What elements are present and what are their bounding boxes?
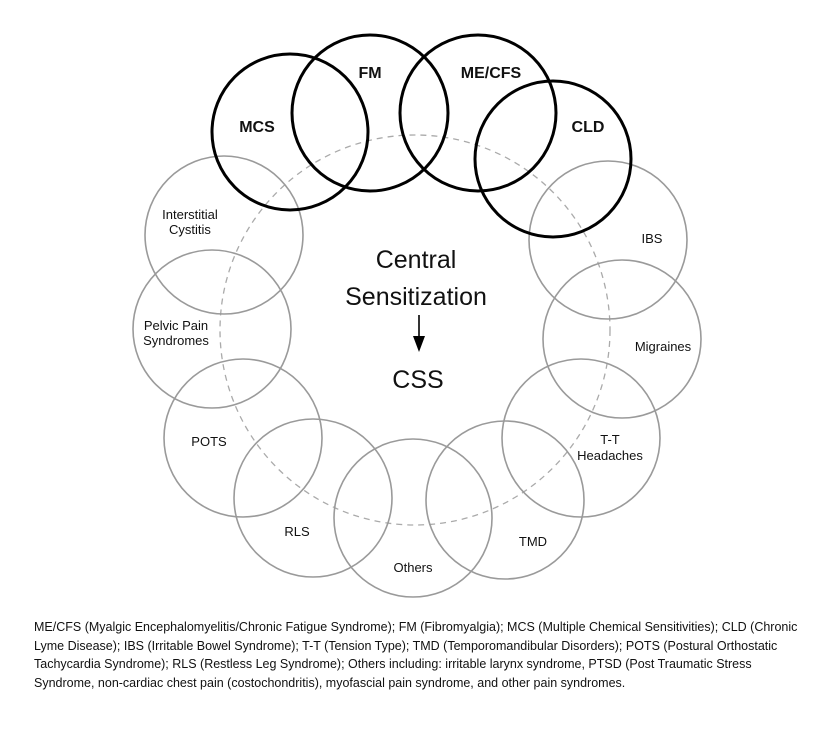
label-migraines: Migraines bbox=[635, 339, 692, 354]
circle-tt-headaches bbox=[501, 358, 661, 518]
secondary-condition-circles bbox=[132, 155, 702, 598]
circle-mecfs bbox=[398, 33, 558, 193]
label-interstitial-cystitis-2: Cystitis bbox=[169, 222, 211, 237]
center-line-central: Central bbox=[376, 246, 457, 274]
circle-cld bbox=[473, 79, 633, 239]
circle-migraines bbox=[542, 259, 702, 419]
label-tt-headaches-2: Headaches bbox=[577, 448, 643, 463]
label-cld: CLD bbox=[572, 119, 605, 136]
label-mecfs: ME/CFS bbox=[461, 65, 522, 82]
circle-pelvic-pain bbox=[132, 249, 292, 409]
label-rls: RLS bbox=[284, 524, 310, 539]
label-tmd: TMD bbox=[519, 534, 547, 549]
circle-pots bbox=[163, 358, 323, 518]
circle-mcs bbox=[210, 52, 370, 212]
label-fm: FM bbox=[358, 65, 381, 82]
circle-tmd bbox=[425, 420, 585, 580]
arrow-down-icon bbox=[413, 315, 425, 352]
label-pots: POTS bbox=[191, 434, 227, 449]
label-pelvic-pain-2: Syndromes bbox=[143, 333, 209, 348]
css-diagram: MCS FM ME/CFS CLD IBS Migraines T-T Head… bbox=[132, 33, 702, 598]
label-mcs: MCS bbox=[239, 119, 275, 136]
label-pelvic-pain-1: Pelvic Pain bbox=[144, 318, 208, 333]
label-tt-headaches-1: T-T bbox=[600, 432, 620, 447]
central-sensitization-ring bbox=[219, 134, 611, 526]
center-result-css: CSS bbox=[392, 366, 443, 394]
center-line-sensitization: Sensitization bbox=[345, 283, 487, 311]
primary-condition-circles bbox=[210, 33, 633, 239]
label-interstitial-cystitis-1: Interstitial bbox=[162, 207, 218, 222]
circle-others bbox=[333, 438, 493, 598]
circle-fm bbox=[290, 33, 450, 193]
circle-ibs bbox=[528, 160, 688, 320]
label-ibs: IBS bbox=[642, 231, 663, 246]
circle-interstitial-cystitis bbox=[144, 155, 304, 315]
circle-rls bbox=[233, 418, 393, 578]
label-others: Others bbox=[393, 560, 433, 575]
abbreviation-legend: ME/CFS (Myalgic Encephalomyelitis/Chroni… bbox=[34, 620, 798, 690]
